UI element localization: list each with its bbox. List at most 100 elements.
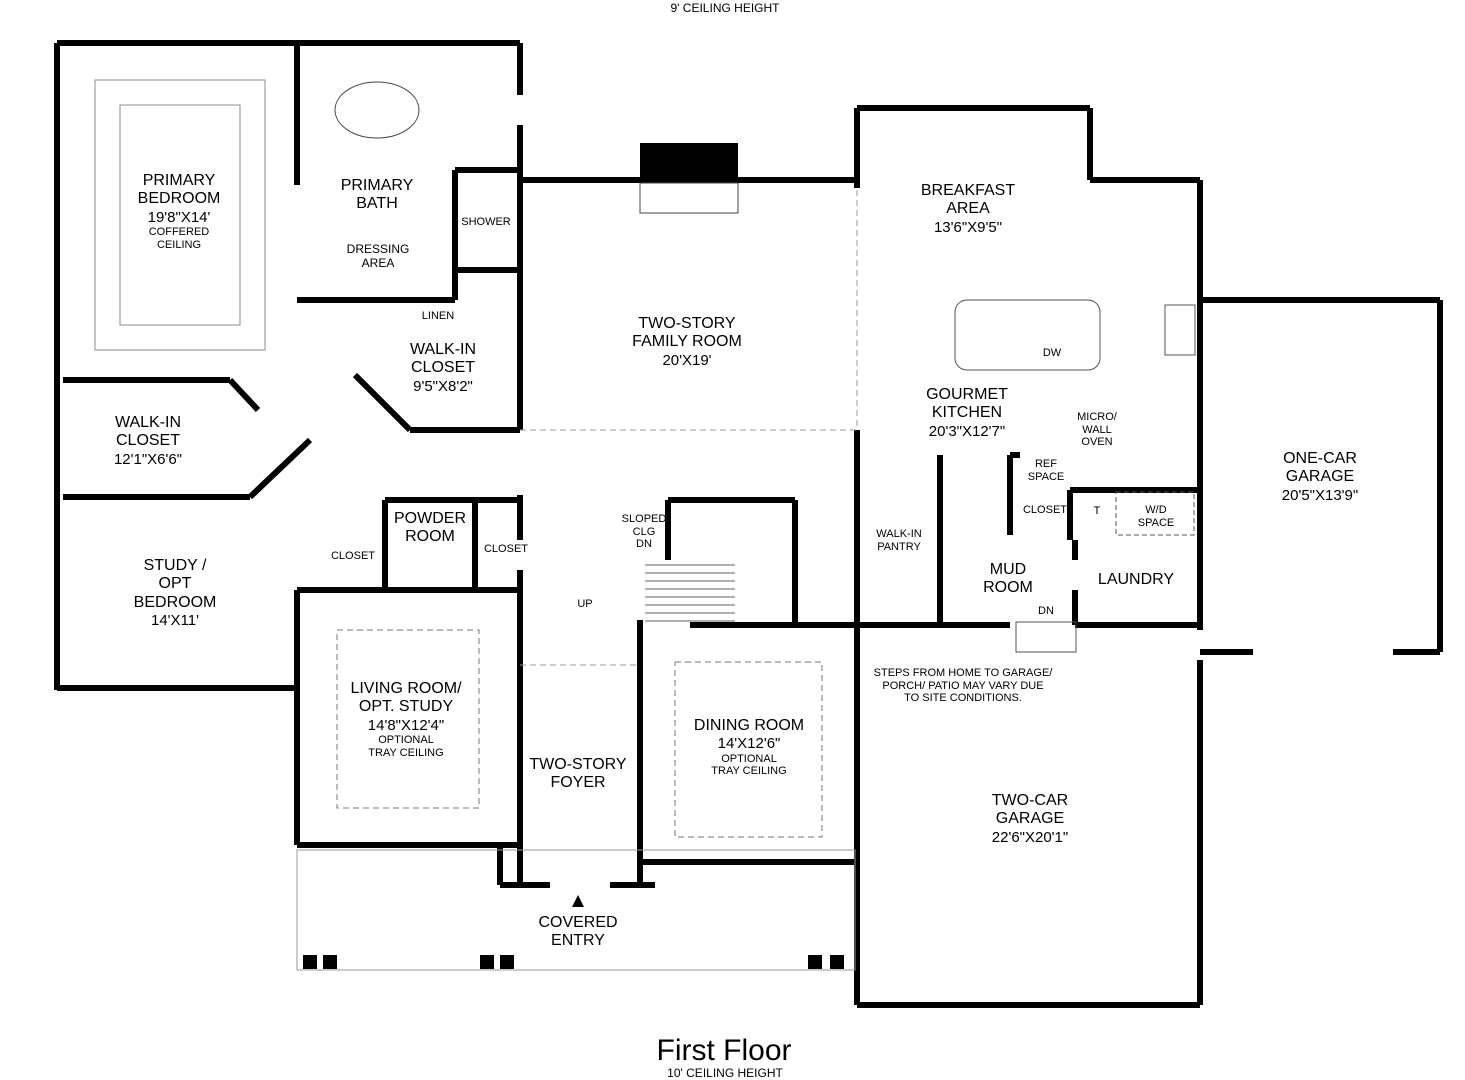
room-name: CLOSET (1022, 504, 1068, 516)
room-name: PRIMARY BEDROOM (137, 172, 221, 208)
room-label: COVERED ENTRY (538, 914, 617, 951)
room-label: SHOWER (461, 216, 511, 229)
room-name: W/D SPACE (1137, 504, 1175, 529)
room-name: MICRO/ WALL OVEN (1077, 411, 1117, 449)
room-name: WALK-IN CLOSET (114, 414, 182, 450)
porch-column (323, 955, 337, 969)
room-name: DW (1042, 347, 1062, 359)
room-label: MUD ROOM (983, 561, 1033, 598)
ceiling-height-note: 10' CEILING HEIGHT (667, 1066, 783, 1080)
porch-column (480, 955, 494, 969)
room-name: DINING ROOM (693, 717, 805, 734)
kitchen-island (954, 299, 1101, 371)
coffered-ceiling-inner (119, 104, 241, 326)
room-label: MICRO/ WALL OVEN (1077, 411, 1117, 449)
room-name: LINEN (421, 310, 455, 322)
room-dimensions: 9'5"X8'2" (413, 377, 473, 395)
room-name: DN (1038, 605, 1054, 617)
room-label: REF SPACE (1028, 458, 1064, 483)
fireplace (640, 143, 738, 183)
porch-column (500, 955, 514, 969)
room-label: CLOSET (1023, 504, 1067, 517)
bathtub (334, 81, 420, 139)
room-name: CLOSET (330, 550, 376, 562)
room-label: PRIMARY BATH (341, 177, 414, 214)
room-name: COVERED ENTRY (538, 914, 618, 950)
covered-porch (296, 849, 856, 971)
room-dimensions: 12'1"X6'6" (113, 450, 183, 468)
room-label: UP (577, 598, 592, 611)
room-dimensions: 14'8"X12'4" (367, 716, 445, 734)
hearth (639, 182, 739, 214)
room-dimensions: 22'6"X20'1" (991, 828, 1069, 846)
room-name: BREAKFAST AREA (920, 182, 1016, 218)
room-label: DRESSING AREA (346, 242, 410, 271)
porch-column (303, 955, 317, 969)
room-note: COFFERED CEILING (148, 226, 210, 251)
garage-steps (1015, 621, 1077, 653)
wall (352, 372, 413, 433)
room-label: CLOSET (484, 543, 528, 556)
room-label: STEPS FROM HOME TO GARAGE/ PORCH/ PATIO … (874, 667, 1053, 705)
room-name: STEPS FROM HOME TO GARAGE/ PORCH/ PATIO … (873, 667, 1053, 705)
room-name: POWDER ROOM (394, 510, 466, 546)
room-name: PRIMARY BATH (340, 177, 414, 213)
room-dimensions: 14'X12'6" (717, 735, 781, 753)
room-name: STUDY / OPT BEDROOM (133, 557, 217, 611)
porch-column (808, 955, 822, 969)
room-label: LAUNDRY (1098, 571, 1174, 589)
room-name: GOURMET KITCHEN (926, 386, 1008, 422)
room-dimensions: 20'3"X12'7" (928, 422, 1006, 440)
room-name: MUD ROOM (983, 561, 1033, 597)
room-name: LAUNDRY (1097, 571, 1175, 588)
room-name: UP (577, 598, 593, 610)
room-name: ONE-CAR GARAGE (1283, 450, 1357, 486)
room-name: LIVING ROOM/ OPT. STUDY (350, 680, 462, 716)
wall (247, 437, 313, 500)
room-label: T (1094, 505, 1101, 518)
porch-column (830, 955, 844, 969)
upper-floor-ceiling-note: 9' CEILING HEIGHT (670, 1, 780, 15)
tray-ceiling (336, 629, 480, 809)
floor-title: First Floor (656, 1034, 792, 1067)
room-label: POWDER ROOM (394, 510, 466, 547)
room-label: DN (1038, 605, 1054, 618)
room-name: TWO-CAR GARAGE (991, 792, 1069, 828)
room-label: DW (1043, 347, 1061, 360)
room-label: TWO-STORY FOYER (529, 756, 626, 793)
room-note: OPTIONAL TRAY CEILING (368, 734, 444, 759)
room-label: WALK-IN PANTRY (876, 528, 921, 553)
entry-arrow-icon (572, 895, 584, 907)
room-label: CLOSET (331, 550, 375, 563)
cooktop-icon (1164, 304, 1196, 356)
room-label: LINEN (422, 310, 454, 323)
room-name: TWO-STORY FOYER (529, 756, 627, 792)
room-name: WALK-IN PANTRY (876, 528, 922, 553)
room-name: TWO-STORY FAMILY ROOM (632, 315, 742, 351)
wd-space (1115, 491, 1195, 536)
room-name: DRESSING AREA (346, 242, 410, 270)
room-name: REF SPACE (1027, 458, 1065, 483)
room-name: CLOSET (483, 543, 529, 555)
room-name: T (1093, 505, 1101, 517)
room-dimensions: 20'5"X13'9" (1281, 486, 1359, 504)
room-dimensions: 13'6"X9'5" (933, 218, 1003, 236)
tray-ceiling (674, 661, 823, 838)
room-dimensions: 19'8"X14' (147, 208, 211, 226)
room-name: WALK-IN CLOSET (409, 341, 477, 377)
room-name: SHOWER (461, 216, 511, 228)
room-dimensions: 14'X11' (150, 612, 199, 630)
room-dimensions: 20'X19' (662, 351, 712, 369)
